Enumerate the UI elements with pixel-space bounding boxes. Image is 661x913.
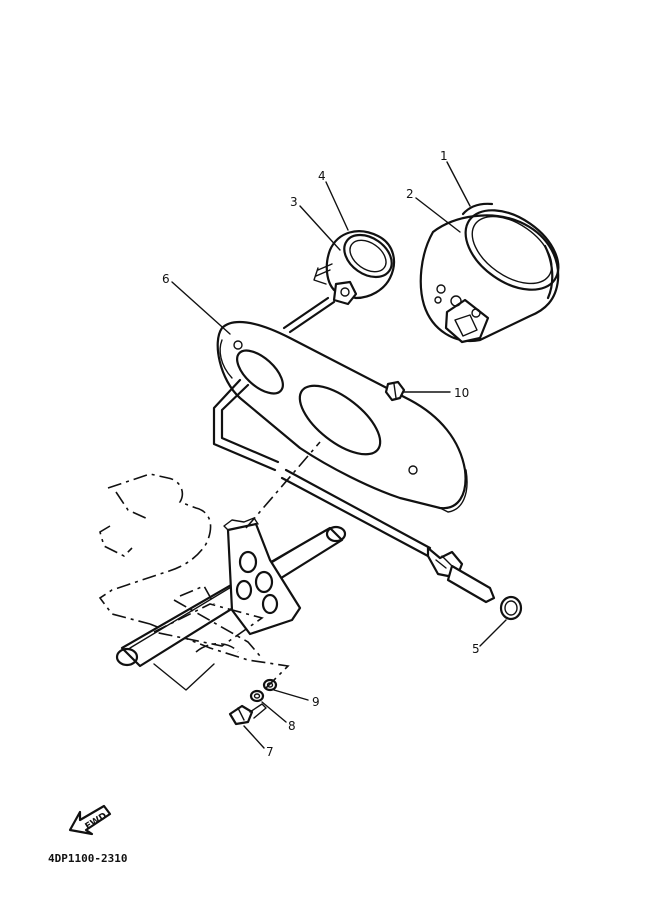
meter-panel: [216, 321, 468, 513]
callout-4: 4: [318, 169, 326, 183]
callout-9: 9: [312, 695, 320, 709]
callout-5: 5: [472, 642, 480, 656]
washer: [249, 689, 265, 703]
cable: [212, 296, 432, 558]
callout-7: 7: [266, 745, 274, 759]
callout-3: 3: [290, 195, 298, 209]
spring-washer: [262, 678, 278, 692]
meter-assembly-small: [313, 230, 396, 306]
callout-6: 6: [162, 272, 170, 286]
meter-assembly-large: [419, 202, 560, 344]
clip: [384, 380, 406, 402]
cable-end: [426, 546, 496, 604]
leader-lines: [171, 161, 507, 749]
bolt: [228, 703, 267, 726]
diagram-code: 4DP1100-2310: [48, 852, 127, 865]
callout-2: 2: [406, 187, 414, 201]
frame-mount: [98, 441, 347, 691]
forward-arrow-icon: FWD: [68, 804, 112, 836]
o-ring: [499, 595, 523, 621]
callout-1: 1: [440, 149, 448, 163]
callout-8: 8: [288, 719, 296, 733]
callout-10: 10: [454, 386, 469, 400]
